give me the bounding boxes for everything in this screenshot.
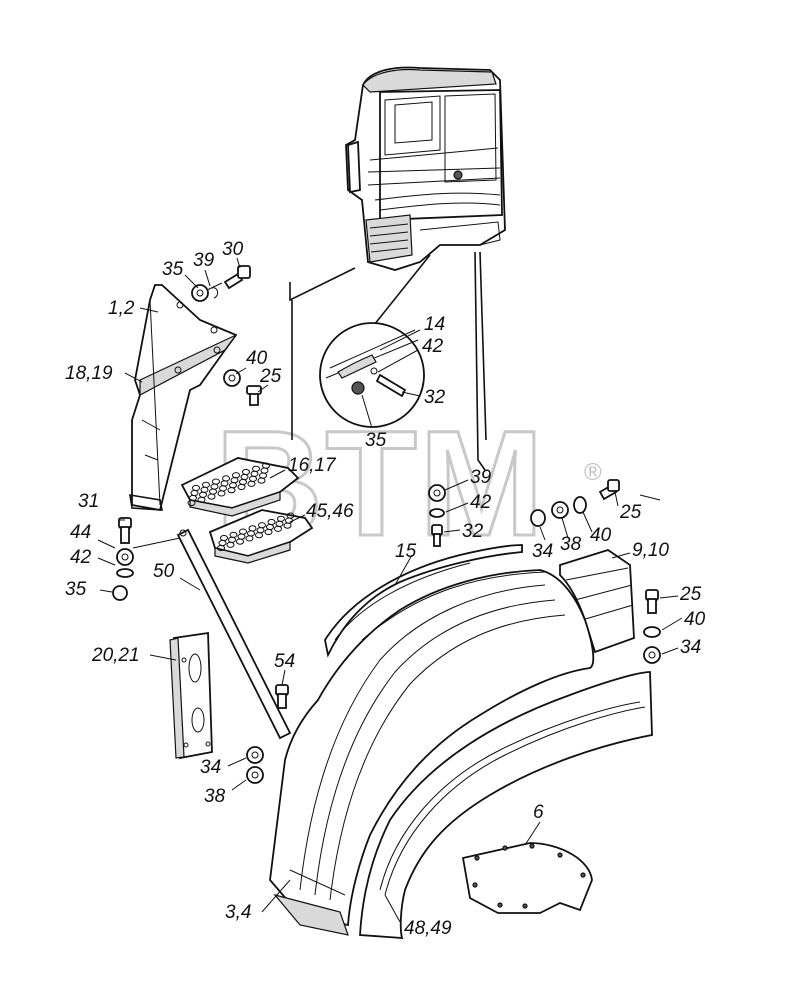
hardware-left-40-25 xyxy=(223,369,262,406)
callout-39: 39 xyxy=(193,250,215,271)
callout-40-right: 40 xyxy=(684,609,706,630)
callout-32: 32 xyxy=(424,387,446,408)
bracket-1-2 xyxy=(129,284,238,512)
callout-9-10: 9,10 xyxy=(632,540,669,561)
callout-14: 14 xyxy=(424,314,445,335)
step-45-46 xyxy=(208,509,314,564)
hardware-top xyxy=(191,265,251,302)
callout-40-mid: 40 xyxy=(590,525,612,546)
callout-34-right: 34 xyxy=(680,637,701,658)
callout-3-4: 3,4 xyxy=(225,902,251,923)
plate-6 xyxy=(461,842,593,914)
tread-hole xyxy=(227,487,236,494)
tread-hole xyxy=(247,480,256,487)
tread-hole xyxy=(257,477,266,484)
tread-hole xyxy=(197,496,206,503)
bolt-54 xyxy=(275,684,289,709)
callout-6: 6 xyxy=(533,802,544,823)
callout-1-2: 1,2 xyxy=(108,298,135,319)
tread-hole xyxy=(187,499,196,507)
tread-hole xyxy=(236,538,244,545)
callout-25: 25 xyxy=(259,366,282,387)
callout-38-low: 38 xyxy=(204,786,226,807)
callout-35: 35 xyxy=(162,259,184,280)
step-16-17 xyxy=(180,457,300,517)
callout-25-mid: 25 xyxy=(619,502,642,523)
callout-40: 40 xyxy=(246,348,268,369)
mudguard-48-49 xyxy=(359,671,653,939)
callout-15: 15 xyxy=(395,541,417,562)
callout-54: 54 xyxy=(274,651,295,672)
callout-16-17: 16,17 xyxy=(288,455,337,476)
callout-35-detail: 35 xyxy=(365,430,387,451)
fasteners-left xyxy=(112,517,181,601)
tread-hole xyxy=(283,522,292,529)
fender-3-4 xyxy=(269,569,595,936)
strut-50 xyxy=(176,528,292,740)
truck-cab xyxy=(345,66,506,271)
tread-hole xyxy=(255,532,263,539)
tread-hole xyxy=(264,528,273,536)
tread-hole xyxy=(274,525,282,532)
callout-20-21: 20,21 xyxy=(91,645,140,666)
callout-39-mid: 39 xyxy=(470,467,492,488)
callout-labels: 1,2 35 39 30 18,19 40 25 14 42 32 35 16,… xyxy=(65,239,706,939)
callout-18-19: 18,19 xyxy=(65,363,113,384)
callout-45-46: 45,46 xyxy=(306,501,354,522)
hardware-right xyxy=(643,589,661,664)
callout-25-right: 25 xyxy=(679,584,702,605)
callout-42: 42 xyxy=(422,336,444,357)
callout-44: 44 xyxy=(70,522,91,543)
callout-34-mid: 34 xyxy=(532,541,553,562)
bracket-20-21 xyxy=(169,631,213,760)
callout-48-49: 48,49 xyxy=(404,918,452,939)
callout-34-low: 34 xyxy=(200,757,221,778)
leader-lines xyxy=(289,251,487,471)
tread-hole xyxy=(207,493,216,500)
registered-mark: ® xyxy=(584,459,602,486)
tread-hole xyxy=(237,483,246,491)
callout-50: 50 xyxy=(153,561,175,582)
hardware-low-34-38 xyxy=(246,746,264,784)
callout-35-left: 35 xyxy=(65,579,87,600)
callout-42-left: 42 xyxy=(70,547,92,568)
callout-32-mid: 32 xyxy=(462,521,484,542)
tread-hole xyxy=(226,541,235,548)
detail-circle xyxy=(319,322,425,428)
callout-31: 31 xyxy=(78,491,99,512)
callout-38-mid: 38 xyxy=(560,534,582,555)
callout-42-mid: 42 xyxy=(470,492,492,513)
tread-hole xyxy=(245,535,254,542)
hardware-mid xyxy=(428,479,661,547)
callout-30: 30 xyxy=(222,239,244,260)
tread-hole xyxy=(217,544,225,552)
tread-hole xyxy=(217,490,226,497)
callout-leaders xyxy=(97,257,683,923)
trim-15 xyxy=(324,544,523,658)
